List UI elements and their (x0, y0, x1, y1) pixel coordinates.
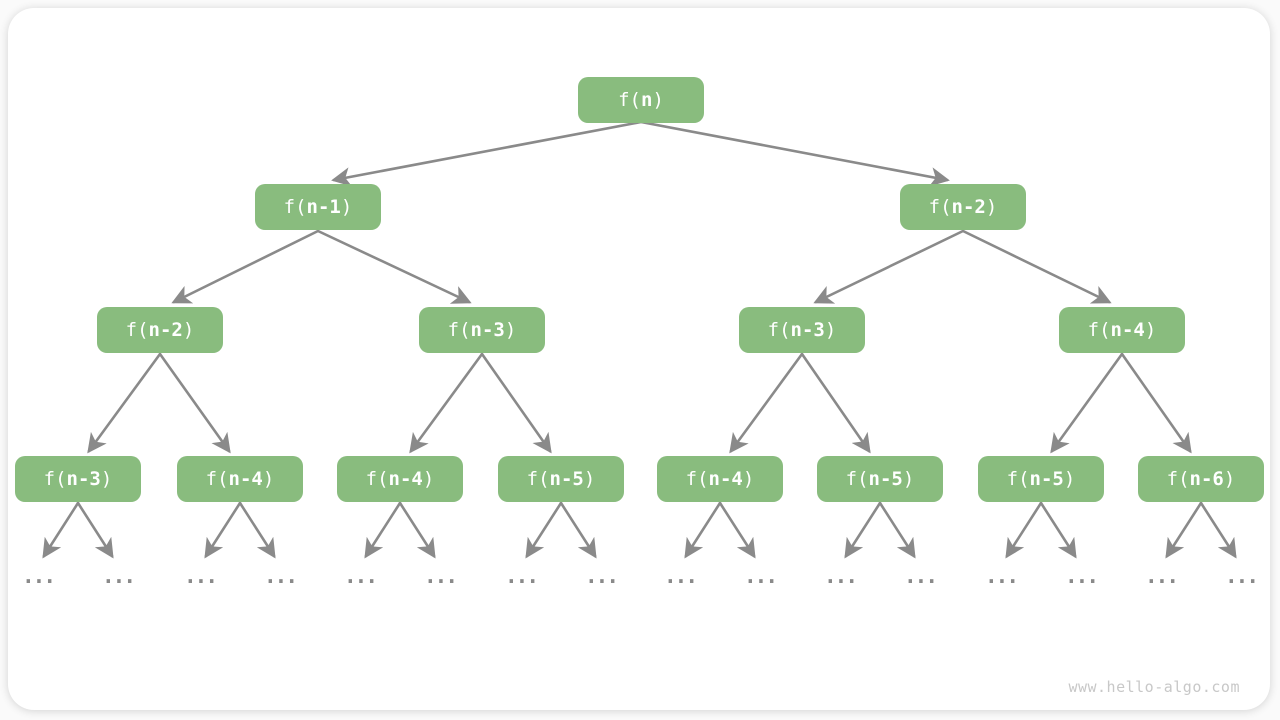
node-label-suffix: ) (742, 467, 755, 490)
node-label-suffix: ) (824, 318, 837, 341)
ellipsis-leaf: ... (985, 564, 1019, 588)
node-label-arg: n-4 (1110, 318, 1145, 341)
node-label-prefix: f( (283, 195, 307, 218)
tree-node-l2-0: f(n-1) (255, 184, 381, 230)
ellipsis-leaf: ... (102, 564, 136, 588)
node-label-prefix: f( (928, 195, 952, 218)
tree-node-l4-2: f(n-4) (337, 456, 463, 502)
ellipsis-leaf: ... (1145, 564, 1179, 588)
node-label-arg: n-4 (388, 467, 423, 490)
node-label-prefix: f( (43, 467, 67, 490)
node-label-prefix: f( (447, 318, 471, 341)
node-label-arg: n-2 (951, 195, 986, 218)
node-label-suffix: ) (340, 195, 353, 218)
node-label-prefix: f( (365, 467, 389, 490)
node-label-arg: n-6 (1189, 467, 1224, 490)
node-label-suffix: ) (182, 318, 195, 341)
tree-node-l4-7: f(n-6) (1138, 456, 1264, 502)
node-label-prefix: f( (618, 88, 641, 111)
ellipsis-leaf: ... (664, 564, 698, 588)
node-label-suffix: ) (1223, 467, 1236, 490)
tree-node-l3-3: f(n-4) (1059, 307, 1185, 353)
node-label-prefix: f( (685, 467, 709, 490)
tree-node-l4-4: f(n-4) (657, 456, 783, 502)
node-label-arg: n-3 (470, 318, 505, 341)
ellipsis-leaf: ... (744, 564, 778, 588)
node-label-arg: n-4 (708, 467, 743, 490)
node-label-prefix: f( (125, 318, 149, 341)
node-label-arg: n-5 (1029, 467, 1064, 490)
node-label-prefix: f( (1087, 318, 1111, 341)
tree-node-l3-0: f(n-2) (97, 307, 223, 353)
tree-node-l3-2: f(n-3) (739, 307, 865, 353)
node-label-suffix: ) (100, 467, 113, 490)
ellipsis-leaf: ... (264, 564, 298, 588)
tree-node-l3-1: f(n-3) (419, 307, 545, 353)
tree-node-root: f(n) (578, 77, 704, 123)
node-label-suffix: ) (985, 195, 998, 218)
node-label-prefix: f( (845, 467, 869, 490)
node-label-suffix: ) (504, 318, 517, 341)
node-label-prefix: f( (767, 318, 791, 341)
ellipsis-leaf: ... (22, 564, 56, 588)
ellipsis-leaf: ... (824, 564, 858, 588)
node-label-suffix: ) (422, 467, 435, 490)
ellipsis-leaf: ... (904, 564, 938, 588)
watermark: www.hello-algo.com (1068, 678, 1240, 696)
node-label-arg: n-2 (148, 318, 183, 341)
node-label-arg: n-3 (66, 467, 101, 490)
ellipsis-leaf: ... (344, 564, 378, 588)
node-label-suffix: ) (262, 467, 275, 490)
node-label-arg: n-3 (790, 318, 825, 341)
node-label-suffix: ) (652, 88, 664, 111)
node-label-prefix: f( (1166, 467, 1190, 490)
ellipsis-leaf: ... (1065, 564, 1099, 588)
tree-node-l2-1: f(n-2) (900, 184, 1026, 230)
ellipsis-leaf: ... (1225, 564, 1259, 588)
node-label-prefix: f( (205, 467, 229, 490)
ellipsis-leaf: ... (505, 564, 539, 588)
tree-node-l4-5: f(n-5) (817, 456, 943, 502)
tree-node-l4-1: f(n-4) (177, 456, 303, 502)
ellipsis-leaf: ... (184, 564, 218, 588)
node-label-arg: n-4 (228, 467, 263, 490)
node-label-prefix: f( (1006, 467, 1030, 490)
figure-card (8, 8, 1270, 710)
ellipsis-leaf: ... (585, 564, 619, 588)
node-label-suffix: ) (902, 467, 915, 490)
node-label-suffix: ) (1063, 467, 1076, 490)
node-label-arg: n-1 (306, 195, 341, 218)
tree-node-l4-0: f(n-3) (15, 456, 141, 502)
ellipsis-leaf: ... (424, 564, 458, 588)
tree-node-l4-3: f(n-5) (498, 456, 624, 502)
tree-node-l4-6: f(n-5) (978, 456, 1104, 502)
node-label-arg: n-5 (868, 467, 903, 490)
node-label-prefix: f( (526, 467, 550, 490)
node-label-suffix: ) (583, 467, 596, 490)
node-label-arg: n-5 (549, 467, 584, 490)
node-label-suffix: ) (1144, 318, 1157, 341)
node-label-arg: n (640, 88, 653, 111)
